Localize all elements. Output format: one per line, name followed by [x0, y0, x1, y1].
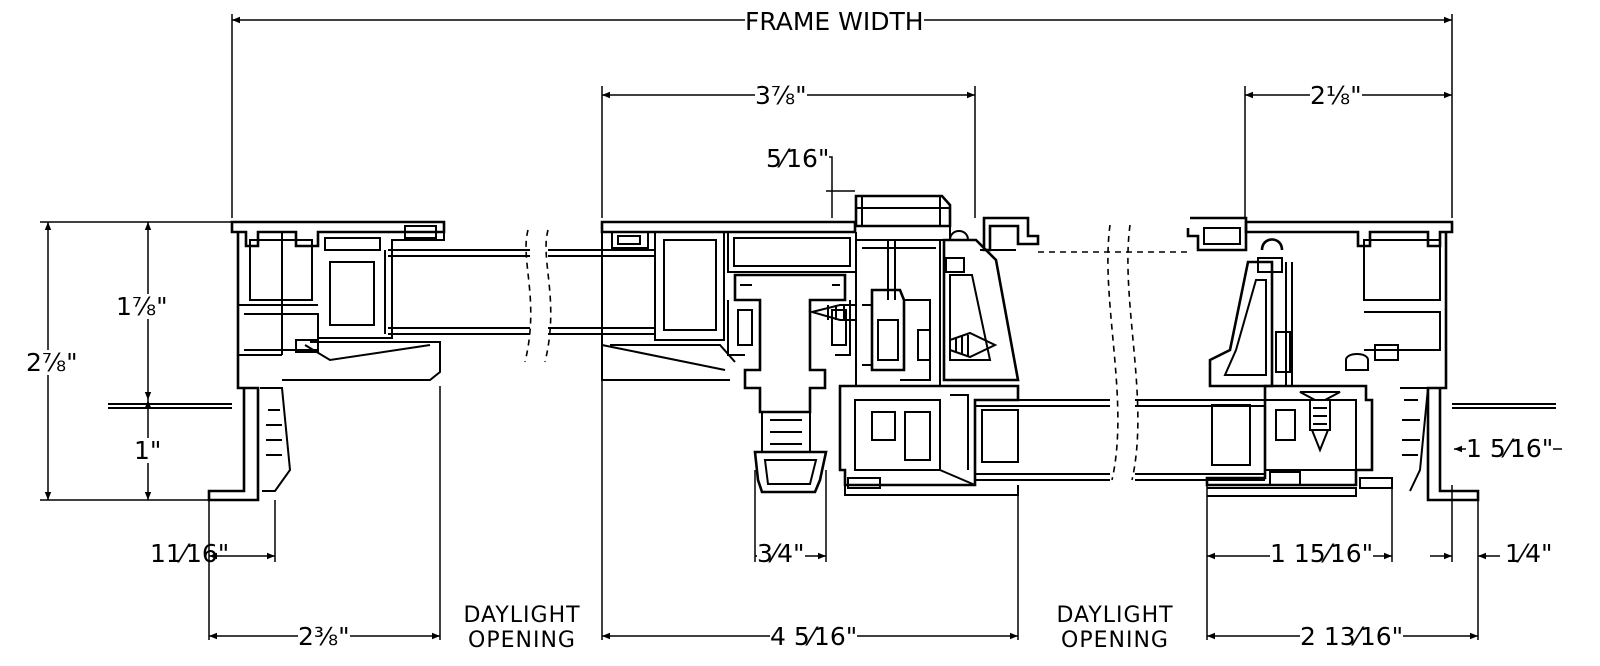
dimension-2-3-8: 2⅜" — [298, 622, 350, 651]
center-interlock — [548, 194, 1265, 496]
dimension-2-13-16: 2 13⁄16" — [1300, 622, 1404, 651]
daylight-opening-left: DAYLIGHT OPENING — [452, 603, 592, 654]
dimension-1-7-8: 1⅞" — [116, 292, 168, 321]
dimension-1: 1" — [134, 436, 162, 465]
opening-label: OPENING — [1061, 627, 1169, 653]
left-jamb-frame — [207, 220, 446, 502]
opening-label: OPENING — [468, 627, 576, 653]
dimension-5-16: 5⁄16" — [766, 144, 830, 173]
daylight-label: DAYLIGHT — [463, 603, 581, 628]
frame-width-label: FRAME WIDTH — [745, 7, 924, 36]
dimension-1-4: 1⁄4" — [1505, 539, 1553, 568]
dimension-3-4: 3⁄4" — [757, 539, 805, 568]
right-jamb-frame — [1186, 216, 1480, 502]
left-fixed-sash — [318, 225, 530, 339]
dimension-4-5-16: 4 5⁄16" — [770, 622, 858, 651]
daylight-label: DAYLIGHT — [1056, 603, 1174, 628]
dimension-2-7-8: 2⅞" — [26, 348, 78, 377]
dimension-1-5-16: 1 5⁄16" — [1466, 434, 1554, 463]
dimension-1-15-16: 1 15⁄16" — [1270, 539, 1374, 568]
dimension-11-16: 11⁄16" — [150, 539, 230, 568]
break-lines — [524, 224, 1139, 481]
dimension-2-1-8: 2⅛" — [1310, 81, 1362, 110]
dimension-3-7-8: 3⅞" — [755, 81, 807, 110]
daylight-opening-right: DAYLIGHT OPENING — [1040, 603, 1190, 654]
